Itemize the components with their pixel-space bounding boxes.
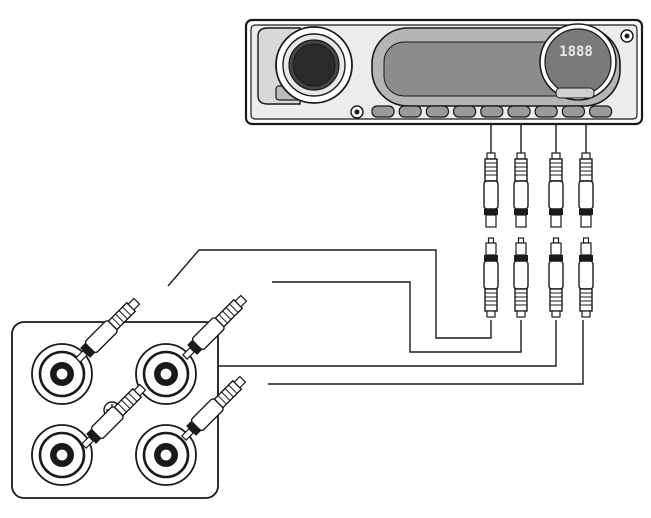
head-unit: 1888 xyxy=(244,18,644,126)
cable-3-amp-plug xyxy=(548,237,564,318)
rca-jack-bottom-left xyxy=(31,424,93,486)
cable-2-head-plug xyxy=(513,152,529,228)
cable-4-head-plug xyxy=(578,152,594,228)
cable-2-amp-plug xyxy=(513,237,529,318)
cable-4-amp-plug xyxy=(578,237,594,318)
preset-button-7[interactable] xyxy=(534,105,558,118)
cable-2-wire xyxy=(272,281,522,353)
preset-button-6[interactable] xyxy=(507,105,531,118)
cable-1-amp-plug xyxy=(483,237,499,318)
preset-button-2[interactable] xyxy=(398,105,422,118)
cable-4-wire xyxy=(268,320,584,385)
preset-button-3[interactable] xyxy=(425,105,449,118)
lcd-window: 1888 xyxy=(539,23,617,101)
rca-jack-bottom-right xyxy=(135,424,197,486)
wires xyxy=(167,124,587,385)
eject-button[interactable] xyxy=(620,29,634,43)
cable-3-head-plug xyxy=(548,152,564,228)
preset-button-5[interactable] xyxy=(480,105,504,118)
volume-knob[interactable] xyxy=(275,26,353,104)
cable-3-wire xyxy=(183,320,557,367)
preset-button-1[interactable] xyxy=(371,105,395,118)
rca-jack-top-right xyxy=(135,343,197,405)
preset-button-4[interactable] xyxy=(453,105,477,118)
rca-plug-pairs xyxy=(483,152,594,318)
cable-1-head-plug xyxy=(483,152,499,228)
preset-button-9[interactable] xyxy=(588,105,613,118)
preset-buttons xyxy=(371,105,613,118)
power-button[interactable] xyxy=(350,105,364,119)
cable-1-wire xyxy=(167,249,492,339)
lcd-digits: 1888 xyxy=(559,44,593,60)
preset-button-8[interactable] xyxy=(561,105,586,118)
